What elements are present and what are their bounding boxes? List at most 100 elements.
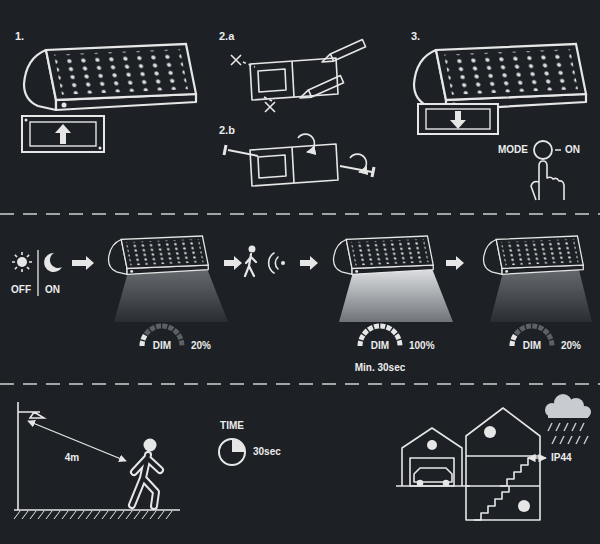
timer-dial [219, 439, 245, 465]
lamp-dot [518, 500, 530, 512]
step-number: 3. [410, 30, 421, 42]
solar-lamp [483, 236, 583, 274]
state-label: ON [44, 284, 61, 296]
motion-wave [275, 257, 278, 269]
protection-rating: IP44 [550, 452, 573, 464]
down-arrow [450, 111, 466, 129]
step-number: 2.b [218, 124, 236, 136]
screw-hole [25, 119, 28, 122]
solar-lamp [24, 44, 196, 110]
gauge-label: DIM [522, 340, 542, 352]
step-2b-illustration [224, 134, 374, 186]
person-outline [132, 455, 160, 506]
state-label: OFF [10, 284, 32, 296]
bracket-recess [426, 109, 490, 129]
bracket-recess [30, 122, 96, 146]
wheel [418, 481, 423, 486]
arrow [446, 256, 464, 270]
garage-door [410, 458, 454, 486]
gauge-label: DIM [370, 340, 390, 352]
mounting-bracket [418, 104, 498, 134]
hand-icon [531, 161, 564, 200]
timer-value: 30sec [252, 446, 282, 458]
walker-head [249, 246, 256, 253]
sun-rays [12, 252, 32, 272]
solar-lamp [108, 236, 208, 274]
divider [37, 250, 38, 296]
stairs [474, 486, 509, 520]
lamp-dot [427, 440, 437, 450]
ground-hatch [14, 511, 172, 519]
solar-lamp [414, 44, 586, 110]
sun-icon [17, 257, 27, 267]
person-head [144, 439, 157, 452]
button-label: MODE [497, 144, 529, 156]
person-fill [132, 455, 160, 506]
brightness-value: 20% [560, 340, 582, 352]
brightness-value: 100% [408, 340, 436, 352]
lamp-states [108, 236, 592, 322]
range-illustration [14, 402, 180, 519]
screw-hole [99, 147, 102, 150]
moon-icon [44, 253, 62, 272]
bracket-plate [250, 58, 338, 100]
section-divider [0, 214, 600, 384]
plate-edge [292, 147, 294, 183]
mounting-bracket [22, 116, 104, 152]
guide-line [262, 96, 272, 101]
bracket-plate [250, 144, 338, 186]
distance-dimension: 4m [64, 452, 80, 464]
ground [14, 509, 180, 511]
screw-head [224, 145, 226, 155]
button-label: ON [564, 144, 581, 156]
arrow [224, 256, 242, 270]
stairs [500, 456, 535, 486]
duration-note: Min. 30sec [354, 362, 407, 374]
wall [17, 402, 19, 510]
drill-mark [265, 102, 275, 112]
rain-cloud [545, 394, 591, 444]
floor [466, 455, 540, 457]
timer-label: TIME [219, 420, 245, 432]
plate-recess [258, 69, 286, 92]
timer-icon [219, 439, 245, 465]
garage [402, 428, 462, 486]
plate-recess [258, 155, 286, 178]
sensor-dot [281, 261, 285, 265]
double-arrow [528, 457, 546, 458]
plate-edge [292, 61, 294, 97]
guide-line [243, 62, 255, 67]
wheel [444, 481, 449, 486]
rotate-arrow [350, 154, 366, 172]
house [466, 408, 540, 520]
arrow [300, 256, 318, 270]
buildings-illustration [396, 408, 546, 520]
cloud [545, 394, 591, 418]
mode-button [534, 141, 552, 159]
lamp-dot [484, 426, 496, 438]
dashed-line [0, 383, 600, 385]
up-arrow [55, 124, 71, 144]
rain [548, 423, 588, 444]
dash [555, 149, 561, 151]
arrow [72, 256, 94, 270]
step-3-illustration [414, 44, 586, 200]
solar-lamp [333, 236, 433, 274]
wall-lamp [18, 412, 44, 418]
step-2a-illustration [231, 40, 366, 113]
gauge-label: DIM [152, 340, 172, 352]
step-1-illustration [22, 44, 196, 152]
screw [228, 150, 258, 156]
motion-wave [269, 253, 274, 273]
rotate-arrow [298, 134, 314, 152]
brightness-value: 20% [190, 340, 212, 352]
motion-icon [245, 246, 285, 277]
screw-head [372, 167, 374, 177]
dashed-line [0, 213, 600, 215]
step-number: 2.a [218, 30, 235, 42]
timer-wedge [232, 439, 245, 452]
step-number: 1. [14, 30, 25, 42]
pencil-icon [322, 40, 366, 63]
